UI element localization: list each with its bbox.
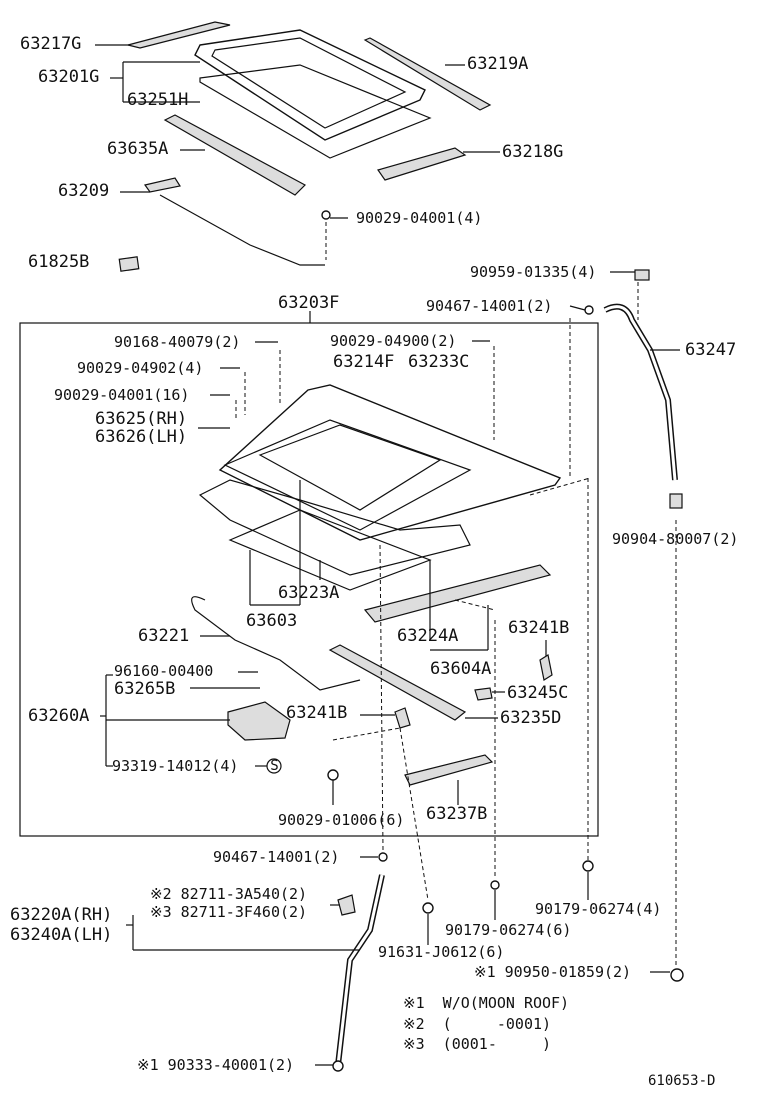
note-2: ※2 ( -0001) xyxy=(403,1015,552,1033)
bracket-63218G xyxy=(377,147,467,181)
motor-63260A xyxy=(227,701,291,741)
clamp-90959 xyxy=(634,269,650,281)
bracket-63241B-mid xyxy=(394,707,411,729)
drip-channel-63603 xyxy=(198,479,471,576)
glass-weatherstrip xyxy=(199,64,432,159)
plug-90950 xyxy=(670,968,684,982)
deflector-63635A xyxy=(163,114,306,196)
label-63241B-right: 63241B xyxy=(508,618,570,638)
glass-panel xyxy=(194,29,426,141)
label-63265B: 63265B xyxy=(114,679,176,699)
bracket-63241B-right xyxy=(539,654,553,681)
label-63220A: 63220A(RH) xyxy=(10,905,113,925)
label-63260A: 63260A xyxy=(28,706,90,726)
label-63247: 63247 xyxy=(685,340,737,360)
label-63217G: 63217G xyxy=(20,34,82,54)
assembly-frame-box xyxy=(19,322,599,837)
label-82711-b: ※3 82711-3F460(2) xyxy=(150,903,308,921)
washer-callout-letter: S xyxy=(270,758,279,774)
label-63214F: 63214F xyxy=(333,352,395,372)
label-61825B: 61825B xyxy=(28,252,90,272)
clip-90179-6 xyxy=(490,880,500,890)
label-63241B-mid: 63241B xyxy=(286,703,348,723)
label-63224A: 63224A xyxy=(397,626,459,646)
label-82711-a: ※2 82711-3A540(2) xyxy=(150,885,308,903)
label-63209: 63209 xyxy=(58,181,110,201)
label-63219A: 63219A xyxy=(467,54,529,74)
hose-end-90333 xyxy=(332,1060,344,1072)
label-90029-01006: 90029-01006(6) xyxy=(278,811,405,829)
label-90029-04001-16: 90029-04001(16) xyxy=(54,386,190,404)
cable-63221 xyxy=(191,596,361,691)
grommet-90904 xyxy=(669,493,683,509)
clamp-82711 xyxy=(337,894,356,916)
label-63237B: 63237B xyxy=(426,804,488,824)
screw-90029-04001-top xyxy=(321,210,331,220)
label-90950: ※1 90950-01859(2) xyxy=(474,963,632,981)
guide-rail-63604A xyxy=(363,564,552,623)
bracket-63245C xyxy=(474,687,493,701)
label-90179-4: 90179-06274(4) xyxy=(535,900,662,918)
label-90168: 90168-40079(2) xyxy=(114,333,241,351)
label-63251H: 63251H xyxy=(127,90,189,110)
drive-cable-63209 xyxy=(143,177,325,266)
label-63603: 63603 xyxy=(246,611,298,631)
label-90467-bottom: 90467-14001(2) xyxy=(213,848,340,866)
label-63240A: 63240A(LH) xyxy=(10,925,113,945)
rail-63219A xyxy=(363,37,492,111)
label-90179-6: 90179-06274(6) xyxy=(445,921,572,939)
clip-90179-4 xyxy=(582,860,594,872)
bracket-63217G xyxy=(127,21,231,49)
clip-90467-top xyxy=(584,305,594,315)
screw-90029-01006 xyxy=(327,769,339,781)
label-91631: 91631-J0612(6) xyxy=(378,943,505,961)
label-63221: 63221 xyxy=(138,626,190,646)
label-63201G: 63201G xyxy=(38,67,100,87)
screw-91631 xyxy=(422,902,434,914)
label-63604A: 63604A xyxy=(430,659,492,679)
label-90029-04001-4: 90029-04001(4) xyxy=(356,209,483,227)
label-63245C: 63245C xyxy=(507,683,569,703)
figure-id: 610653-D xyxy=(648,1073,716,1089)
label-90029-04902: 90029-04902(4) xyxy=(77,359,204,377)
clip-61825B xyxy=(118,256,140,272)
label-90333: ※1 90333-40001(2) xyxy=(137,1056,295,1074)
label-90904: 90904-80007(2) xyxy=(612,530,739,548)
label-90959: 90959-01335(4) xyxy=(470,263,597,281)
bracket-63237B xyxy=(404,754,494,786)
label-90029-04900: 90029-04900(2) xyxy=(330,332,457,350)
label-63235D: 63235D xyxy=(500,708,562,728)
clip-90467-bottom xyxy=(378,852,388,862)
note-1: ※1 W/O(MOON ROOF) xyxy=(403,994,570,1012)
label-63233C: 63233C xyxy=(408,352,470,372)
label-96160: 96160-00400 xyxy=(114,662,214,680)
label-63223A: 63223A xyxy=(278,583,340,603)
label-93319: 93319-14012(4) xyxy=(112,757,239,775)
label-90467-top: 90467-14001(2) xyxy=(426,297,553,315)
label-63635A: 63635A xyxy=(107,139,169,159)
label-63626: 63626(LH) xyxy=(95,427,188,447)
roof-housing-frame xyxy=(218,384,562,541)
leader-lines xyxy=(95,44,680,1066)
dashed-reference-lines xyxy=(235,222,677,965)
label-63218G: 63218G xyxy=(502,142,564,162)
label-63625: 63625(RH) xyxy=(95,409,188,429)
label-63203F: 63203F xyxy=(278,293,340,313)
note-3: ※3 (0001- ) xyxy=(403,1035,552,1053)
rail-63235D xyxy=(328,644,467,721)
